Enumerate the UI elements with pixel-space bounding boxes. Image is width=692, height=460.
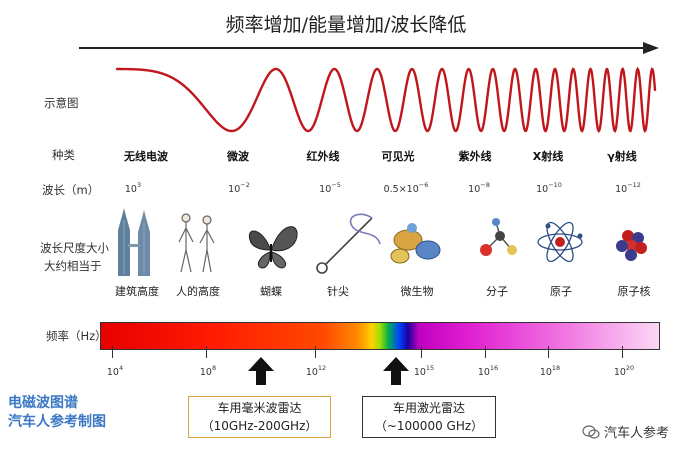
brand-line2: 汽车人参考制图 (8, 414, 106, 430)
waveform-illustration (115, 66, 657, 134)
spectrum-tick (485, 346, 486, 358)
row-label-size-line2: 大约相当于 (44, 259, 102, 273)
object-nucleus: 原子核 (617, 285, 651, 298)
atom-icon (537, 221, 583, 263)
row-label-frequency: 频率（Hz） (46, 329, 107, 343)
direction-arrow (79, 42, 659, 54)
mmwave-radar-label-title: 车用毫米波雷达 (217, 401, 302, 415)
frequency-spectrum-bar (100, 322, 660, 350)
brand-caption: 电磁波图谱 汽车人参考制图 (8, 394, 106, 432)
watermark: 汽车人参考 (582, 422, 669, 441)
wavelength-ultraviolet: 10−8 (468, 181, 490, 195)
spectrum-tick (112, 346, 113, 358)
frequency-label: 1020 (613, 364, 635, 378)
mmwave-radar-label-range: （10GHz-200GHz） (201, 419, 318, 433)
diagram-title: 频率增加/能量增加/波长降低 (225, 14, 467, 36)
row-label-waveform: 示意图 (44, 96, 79, 110)
watermark-text: 汽车人参考 (604, 426, 670, 441)
category-radio-wave: 无线电波 (124, 150, 168, 163)
object-building-height: 建筑高度 (115, 285, 159, 298)
wavelength-x-ray: 10−10 (536, 181, 562, 195)
object-microbe: 微生物 (400, 285, 434, 298)
mmwave-radar-arrow-icon (248, 357, 274, 385)
frequency-label: 1012 (305, 364, 327, 378)
butterfly-icon (248, 226, 298, 269)
lidar-arrow-icon (383, 357, 409, 385)
frequency-label: 1015 (413, 364, 435, 378)
object-needle-tip: 针尖 (327, 285, 349, 298)
object-atom: 原子 (550, 285, 572, 298)
spectrum-tick (315, 346, 316, 358)
category-microwave: 微波 (227, 150, 249, 163)
row-label-size-line1: 波长尺度大小 (40, 241, 109, 255)
row-label-type: 种类 (52, 148, 75, 162)
wavelength-gamma-ray: 10−12 (615, 181, 641, 195)
wechat-icon (582, 424, 600, 439)
mmwave-radar-label: 车用毫米波雷达 （10GHz-200GHz） (188, 396, 331, 438)
frequency-label: 1018 (539, 364, 561, 378)
wavelength-visible-light: 0.5×10−6 (383, 181, 429, 195)
wavelength-infrared: 10−5 (319, 181, 341, 195)
object-human-height: 人的高度 (176, 285, 220, 298)
object-butterfly: 蝴蝶 (260, 285, 282, 298)
nucleus-icon (616, 230, 647, 261)
category-visible-light: 可见光 (381, 150, 415, 163)
category-infrared: 红外线 (306, 150, 340, 163)
category-ultraviolet: 紫外线 (458, 150, 492, 163)
wavelength-microwave: 10−2 (228, 181, 250, 195)
category-gamma-ray: γ射线 (607, 150, 637, 163)
spectrum-tick (421, 346, 422, 358)
human-icon (178, 213, 215, 273)
lidar-label-range: （~100000 GHz） (374, 419, 484, 433)
frequency-label: 108 (199, 364, 217, 378)
category-x-ray: X射线 (532, 150, 564, 163)
lidar-label-title: 车用激光雷达 (392, 401, 465, 415)
size-illustrations (118, 208, 647, 276)
brand-line1: 电磁波图谱 (8, 395, 78, 411)
wavelength-radio-wave: 103 (124, 181, 142, 195)
row-label-wavelength: 波长（m） (42, 183, 100, 197)
waveform-line (115, 66, 657, 134)
molecule-icon (480, 218, 517, 256)
object-molecule: 分子 (486, 285, 508, 298)
frequency-label: 104 (106, 364, 124, 378)
building-icon (118, 208, 150, 276)
lidar-label: 车用激光雷达 （~100000 GHz） (362, 396, 496, 438)
needle-icon (316, 213, 381, 274)
spectrum-tick (622, 346, 623, 358)
microbe-icon (390, 223, 441, 264)
spectrum-tick (206, 346, 207, 358)
spectrum-tick (548, 346, 549, 358)
frequency-label: 1016 (477, 364, 499, 378)
